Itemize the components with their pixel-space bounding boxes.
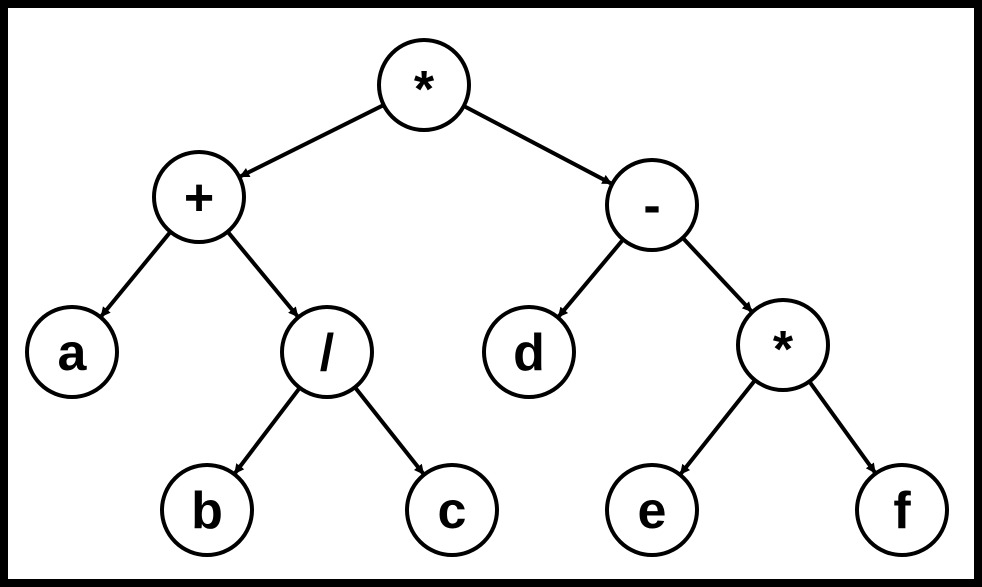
edge-minus-to-d: [556, 238, 625, 319]
node-label-e: e: [638, 482, 667, 540]
edges-layer: [99, 103, 877, 476]
node-circle-d: [482, 305, 576, 399]
node-label-b: b: [191, 482, 223, 540]
node-circle-root: [377, 38, 471, 132]
edge-minus-to-times: [681, 236, 754, 313]
tree-node-f: f: [855, 463, 949, 557]
node-circle-a: [25, 305, 119, 399]
edge-root-to-plus: [239, 103, 385, 179]
edge-times-to-f: [807, 380, 877, 474]
node-label-root: *: [414, 61, 435, 119]
node-label-f: f: [893, 482, 911, 540]
tree-node-divide: /: [280, 305, 374, 399]
edge-plus-to-divide: [226, 230, 300, 318]
node-circle-e: [605, 463, 699, 557]
tree-node-b: b: [160, 463, 254, 557]
tree-node-e: e: [605, 463, 699, 557]
node-label-d: d: [513, 324, 545, 382]
node-label-minus: -: [643, 177, 660, 235]
tree-node-root: *: [377, 38, 471, 132]
tree-node-times: *: [736, 298, 830, 392]
node-label-divide: /: [320, 324, 334, 382]
node-label-c: c: [438, 482, 467, 540]
node-circle-divide: [280, 305, 374, 399]
node-circle-c: [405, 463, 499, 557]
edge-root-to-minus: [462, 104, 613, 186]
edge-divide-to-c: [353, 386, 426, 476]
node-circle-b: [160, 463, 254, 557]
tree-node-plus: +: [152, 150, 246, 244]
tree-node-d: d: [482, 305, 576, 399]
edge-times-to-e: [679, 378, 757, 476]
node-label-times: *: [773, 321, 794, 379]
nodes-layer: * + - a / d * b c e f: [25, 38, 949, 557]
node-circle-minus: [605, 158, 699, 252]
tree-node-c: c: [405, 463, 499, 557]
node-circle-f: [855, 463, 949, 557]
node-label-a: a: [58, 324, 88, 382]
tree-node-minus: -: [605, 158, 699, 252]
node-label-plus: +: [184, 169, 214, 227]
tree-node-a: a: [25, 305, 119, 399]
edge-plus-to-a: [99, 230, 173, 318]
node-circle-times: [736, 298, 830, 392]
edge-divide-to-b: [233, 386, 302, 475]
node-circle-plus: [152, 150, 246, 244]
